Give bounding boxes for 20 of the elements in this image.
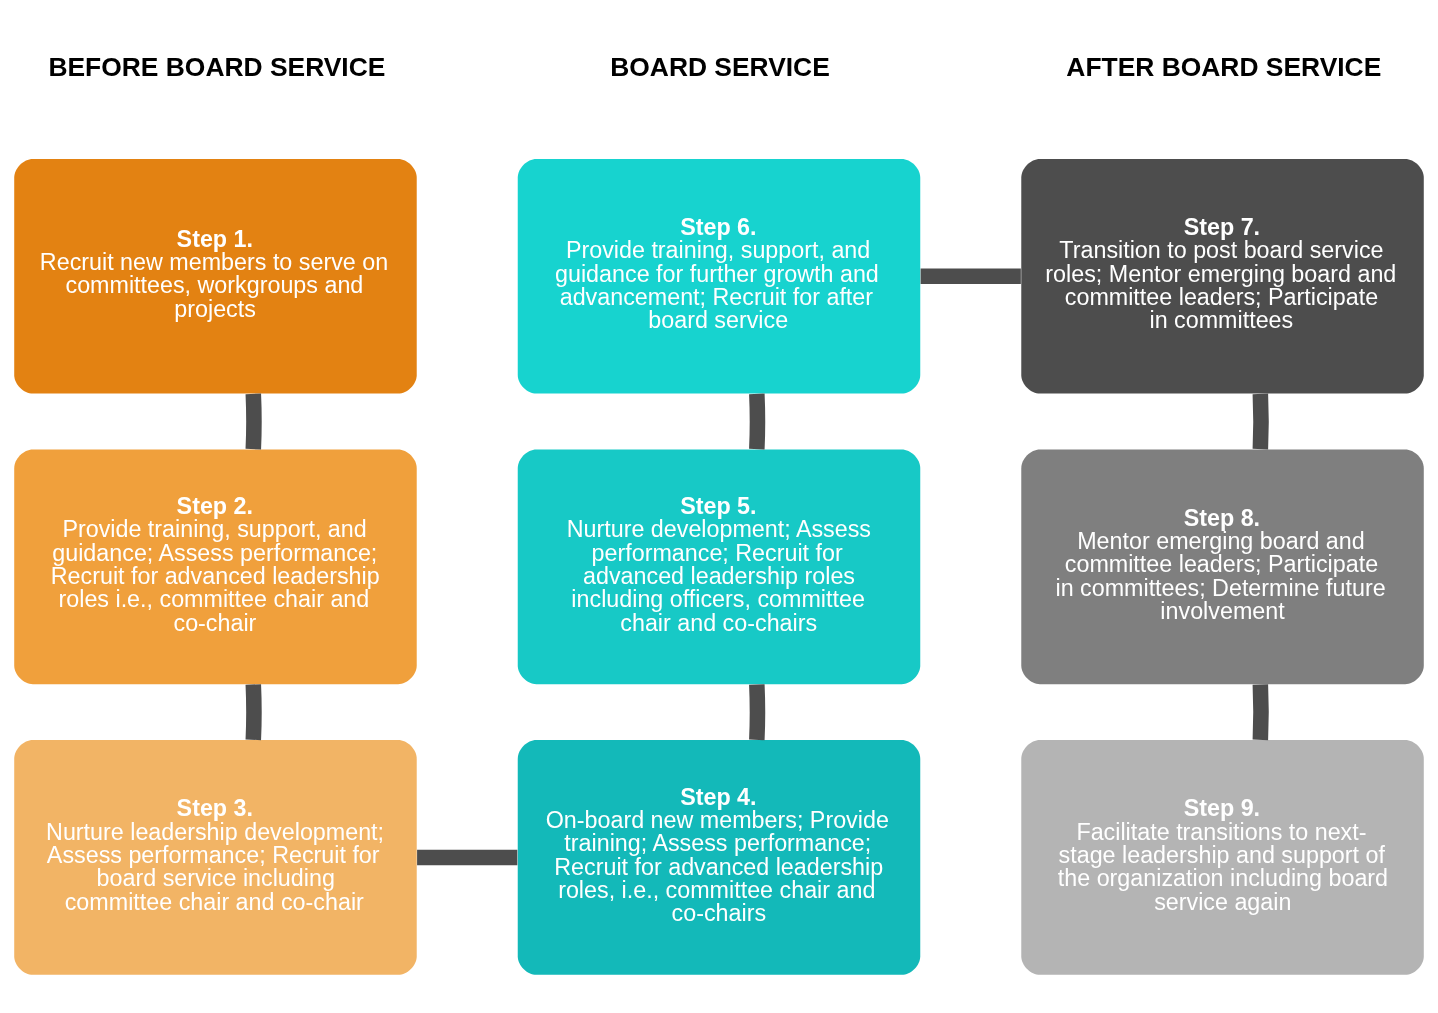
label: BEFORE BOARD SERVICE: [48, 51, 386, 82]
connector: [417, 849, 518, 865]
connector: [245, 393, 262, 450]
node-box: Step 3. Nurture leadership development; Assess performance; Recruit for board service including committee chair and co-chair: [14, 739, 417, 975]
node-box: Step 8. Mentor emerging board and committee leaders; Participate in committees; Determine future involvement: [1021, 449, 1424, 684]
node-box: Step 1. Recruit new members to serve on committees, workgroups and projects: [14, 158, 417, 394]
connector: [749, 393, 766, 450]
connector: [1252, 393, 1269, 450]
connector: [1252, 683, 1269, 740]
node-box: Step 4. On-board new members; Provide training; Assess performance; Recruit for advanced leadership roles, i.e., committee chair and co-chairs: [517, 739, 921, 975]
connector: [245, 683, 262, 740]
label: BOARD SERVICE: [610, 51, 830, 82]
node-box: Step 5. Nurture development; Assess performance; Recruit for advanced leadership roles including officers, committee chair and co-chairs: [517, 449, 921, 684]
connector: [749, 683, 766, 740]
node-box: Step 9. Facilitate transitions to next-stage leadership and support of the organization including board service again: [1021, 739, 1424, 975]
label: AFTER BOARD SERVICE: [1066, 51, 1382, 82]
node-box: Step 2. Provide training, support, and guidance; Assess performance; Recruit for advanced leadership roles i.e., committee chair and co-chair: [14, 449, 417, 684]
connector: [920, 267, 1021, 284]
node-box: Step 6. Provide training, support, and guidance for further growth and advancement; Recruit for after board service: [517, 158, 921, 394]
node-box: Step 7. Transition to post board service roles; Mentor emerging board and committee leaders; Participate in committees: [1021, 158, 1424, 394]
